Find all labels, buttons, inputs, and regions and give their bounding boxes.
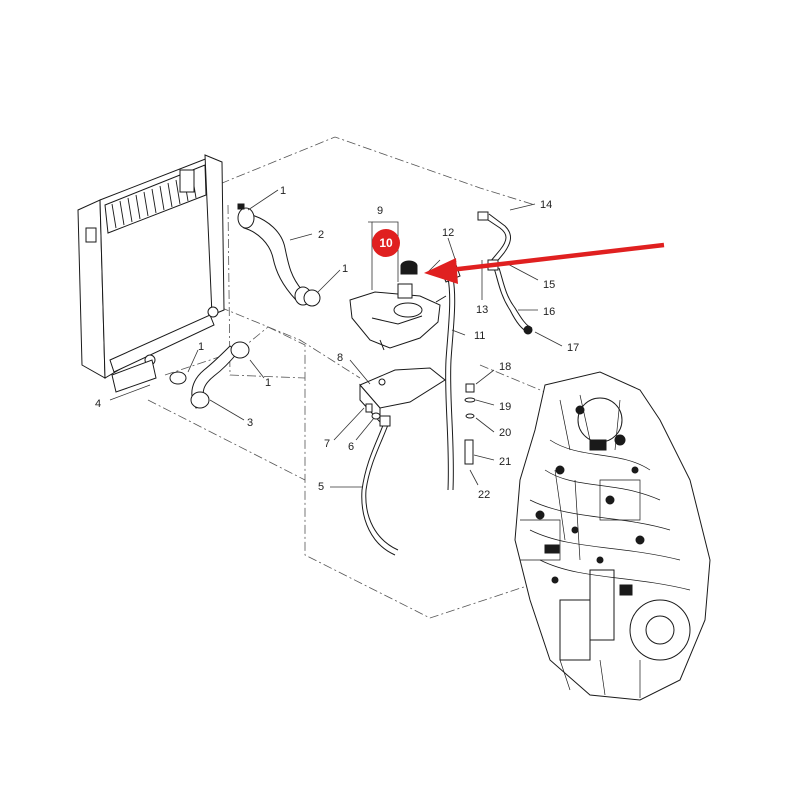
- callout-18: 18: [499, 361, 511, 373]
- lower-hose: [169, 341, 250, 409]
- callout-3: 3: [247, 417, 253, 429]
- cap-part: [400, 260, 418, 275]
- hose-14: [477, 211, 511, 266]
- callout-21: 21: [499, 456, 511, 468]
- callout-2: 2: [318, 229, 324, 241]
- small-fittings: [365, 403, 381, 420]
- highlight-badge: [372, 229, 400, 257]
- upper-hose: [237, 203, 321, 307]
- callout-1c: 1: [198, 341, 204, 353]
- callout-15: 15: [543, 279, 555, 291]
- callout-6: 6: [348, 441, 354, 453]
- highlight-callout-10: 10: [372, 229, 400, 257]
- callout-12: 12: [442, 227, 454, 239]
- callout-13: 13: [476, 304, 488, 316]
- callout-1d: 1: [265, 377, 271, 389]
- red-pointer-arrow: [424, 242, 665, 284]
- radiator: [77, 154, 225, 393]
- callout-4: 4: [95, 398, 101, 410]
- hose-16: [487, 259, 533, 335]
- callout-1b: 1: [342, 263, 348, 275]
- callout-22: 22: [478, 489, 490, 501]
- callout-17: 17: [567, 342, 579, 354]
- callout-8: 8: [337, 352, 343, 364]
- callout-16: 16: [543, 306, 555, 318]
- callout-11: 11: [474, 330, 485, 342]
- engine-block: [514, 371, 711, 701]
- callout-1a: 1: [280, 185, 286, 197]
- highlight-label: 10: [379, 236, 393, 250]
- callout-labels: 1 2 1 1 1 3 4 5 6 7 8 9 11 12 13 14 15 1…: [95, 185, 579, 501]
- fastener-stack: [464, 383, 476, 465]
- expansion-tank: [349, 283, 447, 351]
- callout-5: 5: [318, 481, 324, 493]
- phantom-boundary: [109, 136, 546, 619]
- hose-5: [361, 415, 399, 556]
- hose-11: [439, 261, 461, 491]
- callout-20: 20: [499, 427, 511, 439]
- callout-19: 19: [499, 401, 511, 413]
- leader-lines: [109, 189, 563, 488]
- callout-14: 14: [540, 199, 552, 211]
- callout-9: 9: [377, 205, 383, 217]
- callout-7: 7: [324, 438, 330, 450]
